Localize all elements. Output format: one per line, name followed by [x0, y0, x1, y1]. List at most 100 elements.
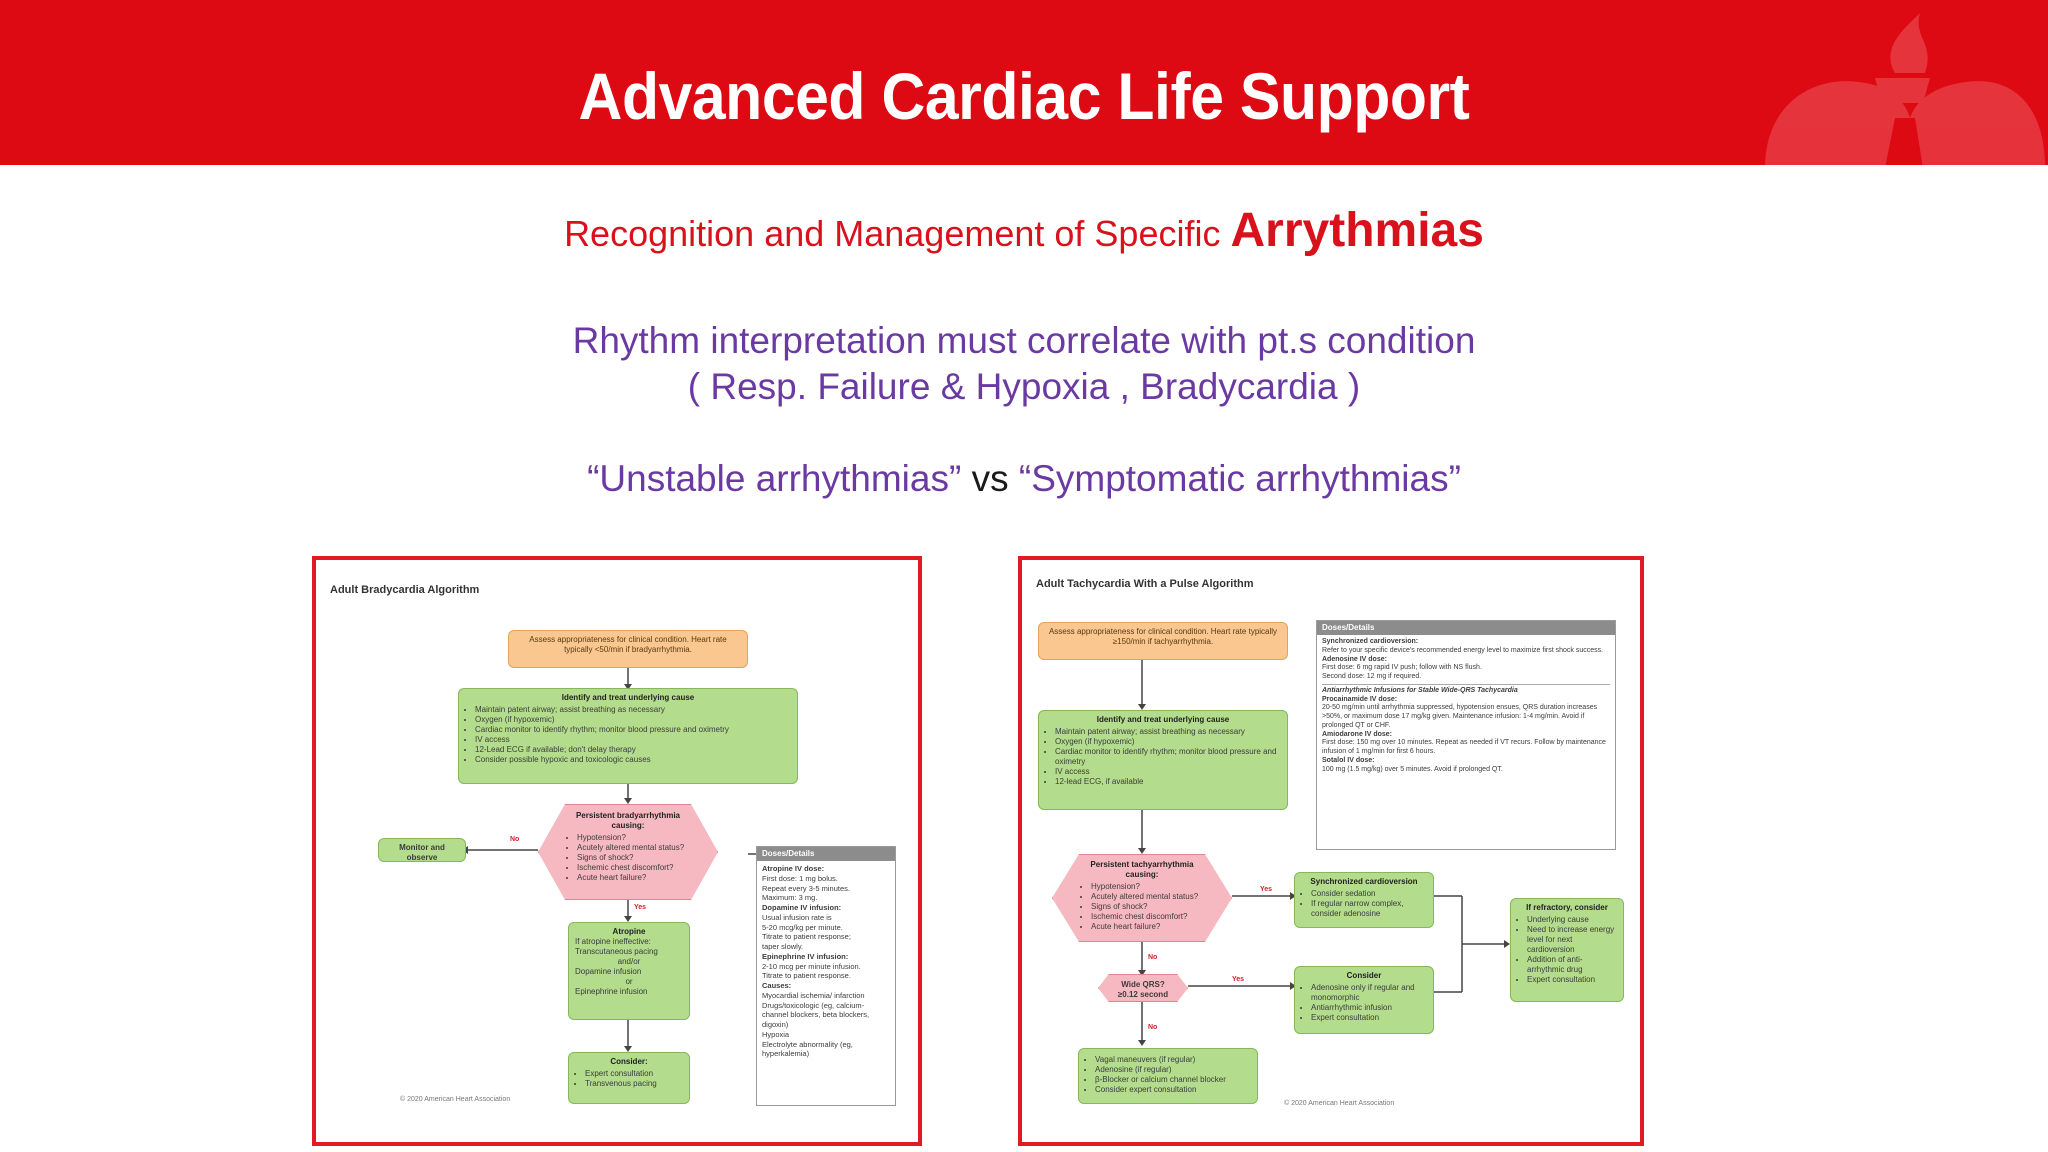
- dose-line: taper slowly.: [762, 942, 804, 951]
- list-item: Signs of shock?: [1091, 902, 1203, 912]
- dose-line: 5-20 mcg/kg per minute.: [762, 922, 843, 932]
- tachycardia-algorithm-panel: Adult Tachycardia With a Pulse Algorithm…: [1018, 556, 1644, 1146]
- brady-monitor-box: Monitor and observe: [378, 838, 466, 862]
- list-item: Adenosine only if regular and monomorphi…: [1311, 983, 1427, 1003]
- brady-identify-title: Identify and treat underlying cause: [561, 693, 695, 702]
- symptomatic-text: “Symptomatic arrhythmias”: [1018, 458, 1461, 499]
- list-item: Acutely altered mental status?: [577, 843, 689, 853]
- tachy-sync-title: Synchronized cardioversion: [1310, 877, 1418, 886]
- tachy-doses-box: Doses/Details Synchronized cardioversion…: [1316, 620, 1616, 850]
- tachy-assess-box: Assess appropriateness for clinical cond…: [1038, 622, 1288, 660]
- list-item: Hypotension?: [577, 833, 689, 843]
- dose-line: Sotalol IV dose:: [1322, 756, 1375, 764]
- list-item: Addition of anti-arrhythmic drug: [1527, 955, 1617, 975]
- list-item: or: [625, 977, 633, 986]
- vs-text: vs: [971, 458, 1009, 499]
- list-item: IV access: [475, 735, 791, 745]
- tachy-consider-box: Consider Adenosine only if regular and m…: [1294, 966, 1434, 1034]
- list-item: Oxygen (if hypoxemic): [1055, 737, 1281, 747]
- dose-line: Drugs/toxicologic (eg, calcium-channel b…: [762, 1000, 870, 1030]
- dose-line: 100 mg (1.5 mg/kg) over 5 minutes. Avoid…: [1322, 765, 1503, 773]
- brady-doses-header: Doses/Details: [757, 847, 895, 861]
- list-item: Acute heart failure?: [577, 873, 689, 883]
- list-item: IV access: [1055, 767, 1281, 777]
- list-item: Oxygen (if hypoxemic): [475, 715, 791, 725]
- dose-line: Titrate to patient response;: [762, 932, 851, 942]
- list-item: Expert consultation: [1311, 1013, 1427, 1023]
- list-item: Acute heart failure?: [1091, 922, 1203, 932]
- list-item: β-Blocker or calcium channel blocker: [1095, 1075, 1251, 1085]
- list-item: Need to increase energy level for next c…: [1527, 925, 1617, 955]
- list-item: Epinephrine infusion: [575, 987, 648, 996]
- list-item: Consider expert consultation: [1095, 1085, 1251, 1095]
- tachy-doses-header: Doses/Details: [1317, 621, 1615, 635]
- bradycardia-algorithm-panel: Adult Bradycardia Algorithm Assess appro…: [312, 556, 922, 1146]
- list-item: Adenosine (if regular): [1095, 1065, 1251, 1075]
- tachy-wide-qrs-box: Wide QRS? ≥0.12 second: [1098, 974, 1188, 1002]
- dose-line: Electrolyte abnormality (eg, hyperkalemi…: [762, 1039, 853, 1059]
- list-item: Transvenous pacing: [585, 1079, 683, 1089]
- brady-atropine-box: Atropine If atropine ineffective: Transc…: [568, 922, 690, 1020]
- list-item: Ischemic chest discomfort?: [577, 863, 689, 873]
- dose-line: Titrate to patient response.: [762, 971, 851, 981]
- tachy-identify-title: Identify and treat underlying cause: [1096, 715, 1230, 724]
- tachy-vagal-box: Vagal maneuvers (if regular) Adenosine (…: [1078, 1048, 1258, 1104]
- tachy-identify-box: Identify and treat underlying cause Main…: [1038, 710, 1288, 810]
- brady-identify-box: Identify and treat underlying cause Main…: [458, 688, 798, 784]
- brady-atropine-sub: If atropine ineffective:: [575, 937, 651, 946]
- dose-line: Myocardial ischemia/ infarction: [762, 990, 865, 1000]
- body-line-1: Rhythm interpretation must correlate wit…: [572, 320, 1476, 361]
- brady-yes-label: Yes: [634, 904, 647, 911]
- list-item: 12-lead ECG, if available: [1055, 777, 1281, 787]
- brady-doses-box: Doses/Details Atropine IV dose: First do…: [756, 846, 896, 1106]
- list-item: Signs of shock?: [577, 853, 689, 863]
- dose-line: Atropine IV dose:: [762, 864, 825, 873]
- list-item: Cardiac monitor to identify rhythm; moni…: [475, 725, 791, 735]
- tachy-no-label-2: No: [1148, 1024, 1158, 1031]
- body-line-2: ( Resp. Failure & Hypoxia , Bradycardia …: [687, 366, 1361, 407]
- list-item: Vagal maneuvers (if regular): [1095, 1055, 1251, 1065]
- bradycardia-title: Adult Bradycardia Algorithm: [330, 584, 480, 596]
- dose-line: Synchronized cardioversion:: [1322, 638, 1419, 645]
- page-title: Advanced Cardiac Life Support: [578, 59, 1470, 133]
- comparison-line: “Unstable arrhythmias” vs “Symptomatic a…: [0, 458, 2048, 500]
- list-item: Maintain patent airway; assist breathing…: [1055, 727, 1281, 737]
- header-banner: Advanced Cardiac Life Support: [0, 0, 2048, 165]
- tachycardia-connectors: [1138, 660, 1510, 1046]
- list-item: Hypotension?: [1091, 882, 1203, 892]
- subtitle: Recognition and Management of Specific A…: [0, 203, 2048, 258]
- tachy-persistent-box: Persistent tachyarrhythmia causing: Hypo…: [1052, 854, 1232, 942]
- brady-no-label: No: [510, 836, 520, 843]
- list-item: Antiarrhythmic infusion: [1311, 1003, 1427, 1013]
- dose-line: 20-50 mg/min until arrhythmia suppressed…: [1322, 704, 1598, 729]
- brady-atropine-title: Atropine: [612, 927, 646, 936]
- dose-line: Dopamine IV infusion:: [762, 903, 842, 912]
- dose-line: First dose: 6 mg rapid IV push; follow w…: [1322, 664, 1482, 672]
- dose-line: Amiodarone IV dose:: [1322, 730, 1393, 738]
- tachy-sync-box: Synchronized cardioversion Consider seda…: [1294, 872, 1434, 928]
- list-item: 12-Lead ECG if available; don't delay th…: [475, 745, 791, 755]
- list-item: Transcutaneous pacing: [575, 947, 658, 956]
- subtitle-prefix: Recognition and Management of Specific: [564, 213, 1221, 254]
- list-item: Consider sedation: [1311, 889, 1427, 899]
- list-item: If regular narrow complex, consider aden…: [1311, 899, 1427, 919]
- dose-line: Second dose: 12 mg if required.: [1322, 673, 1422, 680]
- brady-persistent-box: Persistent bradyarrhythmia causing: Hypo…: [538, 804, 718, 900]
- tachy-copyright: © 2020 American Heart Association: [1284, 1100, 1395, 1107]
- list-item: Dopamine infusion: [575, 967, 642, 976]
- tachycardia-title: Adult Tachycardia With a Pulse Algorithm: [1036, 578, 1254, 590]
- tachy-persistent-title: Persistent tachyarrhythmia causing:: [1090, 860, 1194, 879]
- dose-line: Antiarrhythmic Infusions for Stable Wide…: [1322, 683, 1610, 696]
- dose-line: Epinephrine IV infusion:: [762, 951, 849, 961]
- list-item: Ischemic chest discomfort?: [1091, 912, 1203, 922]
- dose-line: First dose: 150 mg over 10 minutes. Repe…: [1322, 739, 1606, 755]
- dose-line: First dose: 1 mg bolus.: [762, 873, 838, 883]
- dose-line: 2-10 mcg per minute infusion.: [762, 961, 861, 971]
- tachy-consider-title: Consider: [1346, 971, 1382, 980]
- dose-line: Usual infusion rate is: [762, 912, 832, 922]
- dose-line: Procainamide IV dose:: [1322, 695, 1398, 703]
- list-item: Cardiac monitor to identify rhythm; moni…: [1055, 747, 1281, 767]
- list-item: Expert consultation: [1527, 975, 1617, 985]
- unstable-text: “Unstable arrhythmias”: [587, 458, 962, 499]
- list-item: Underlying cause: [1527, 915, 1617, 925]
